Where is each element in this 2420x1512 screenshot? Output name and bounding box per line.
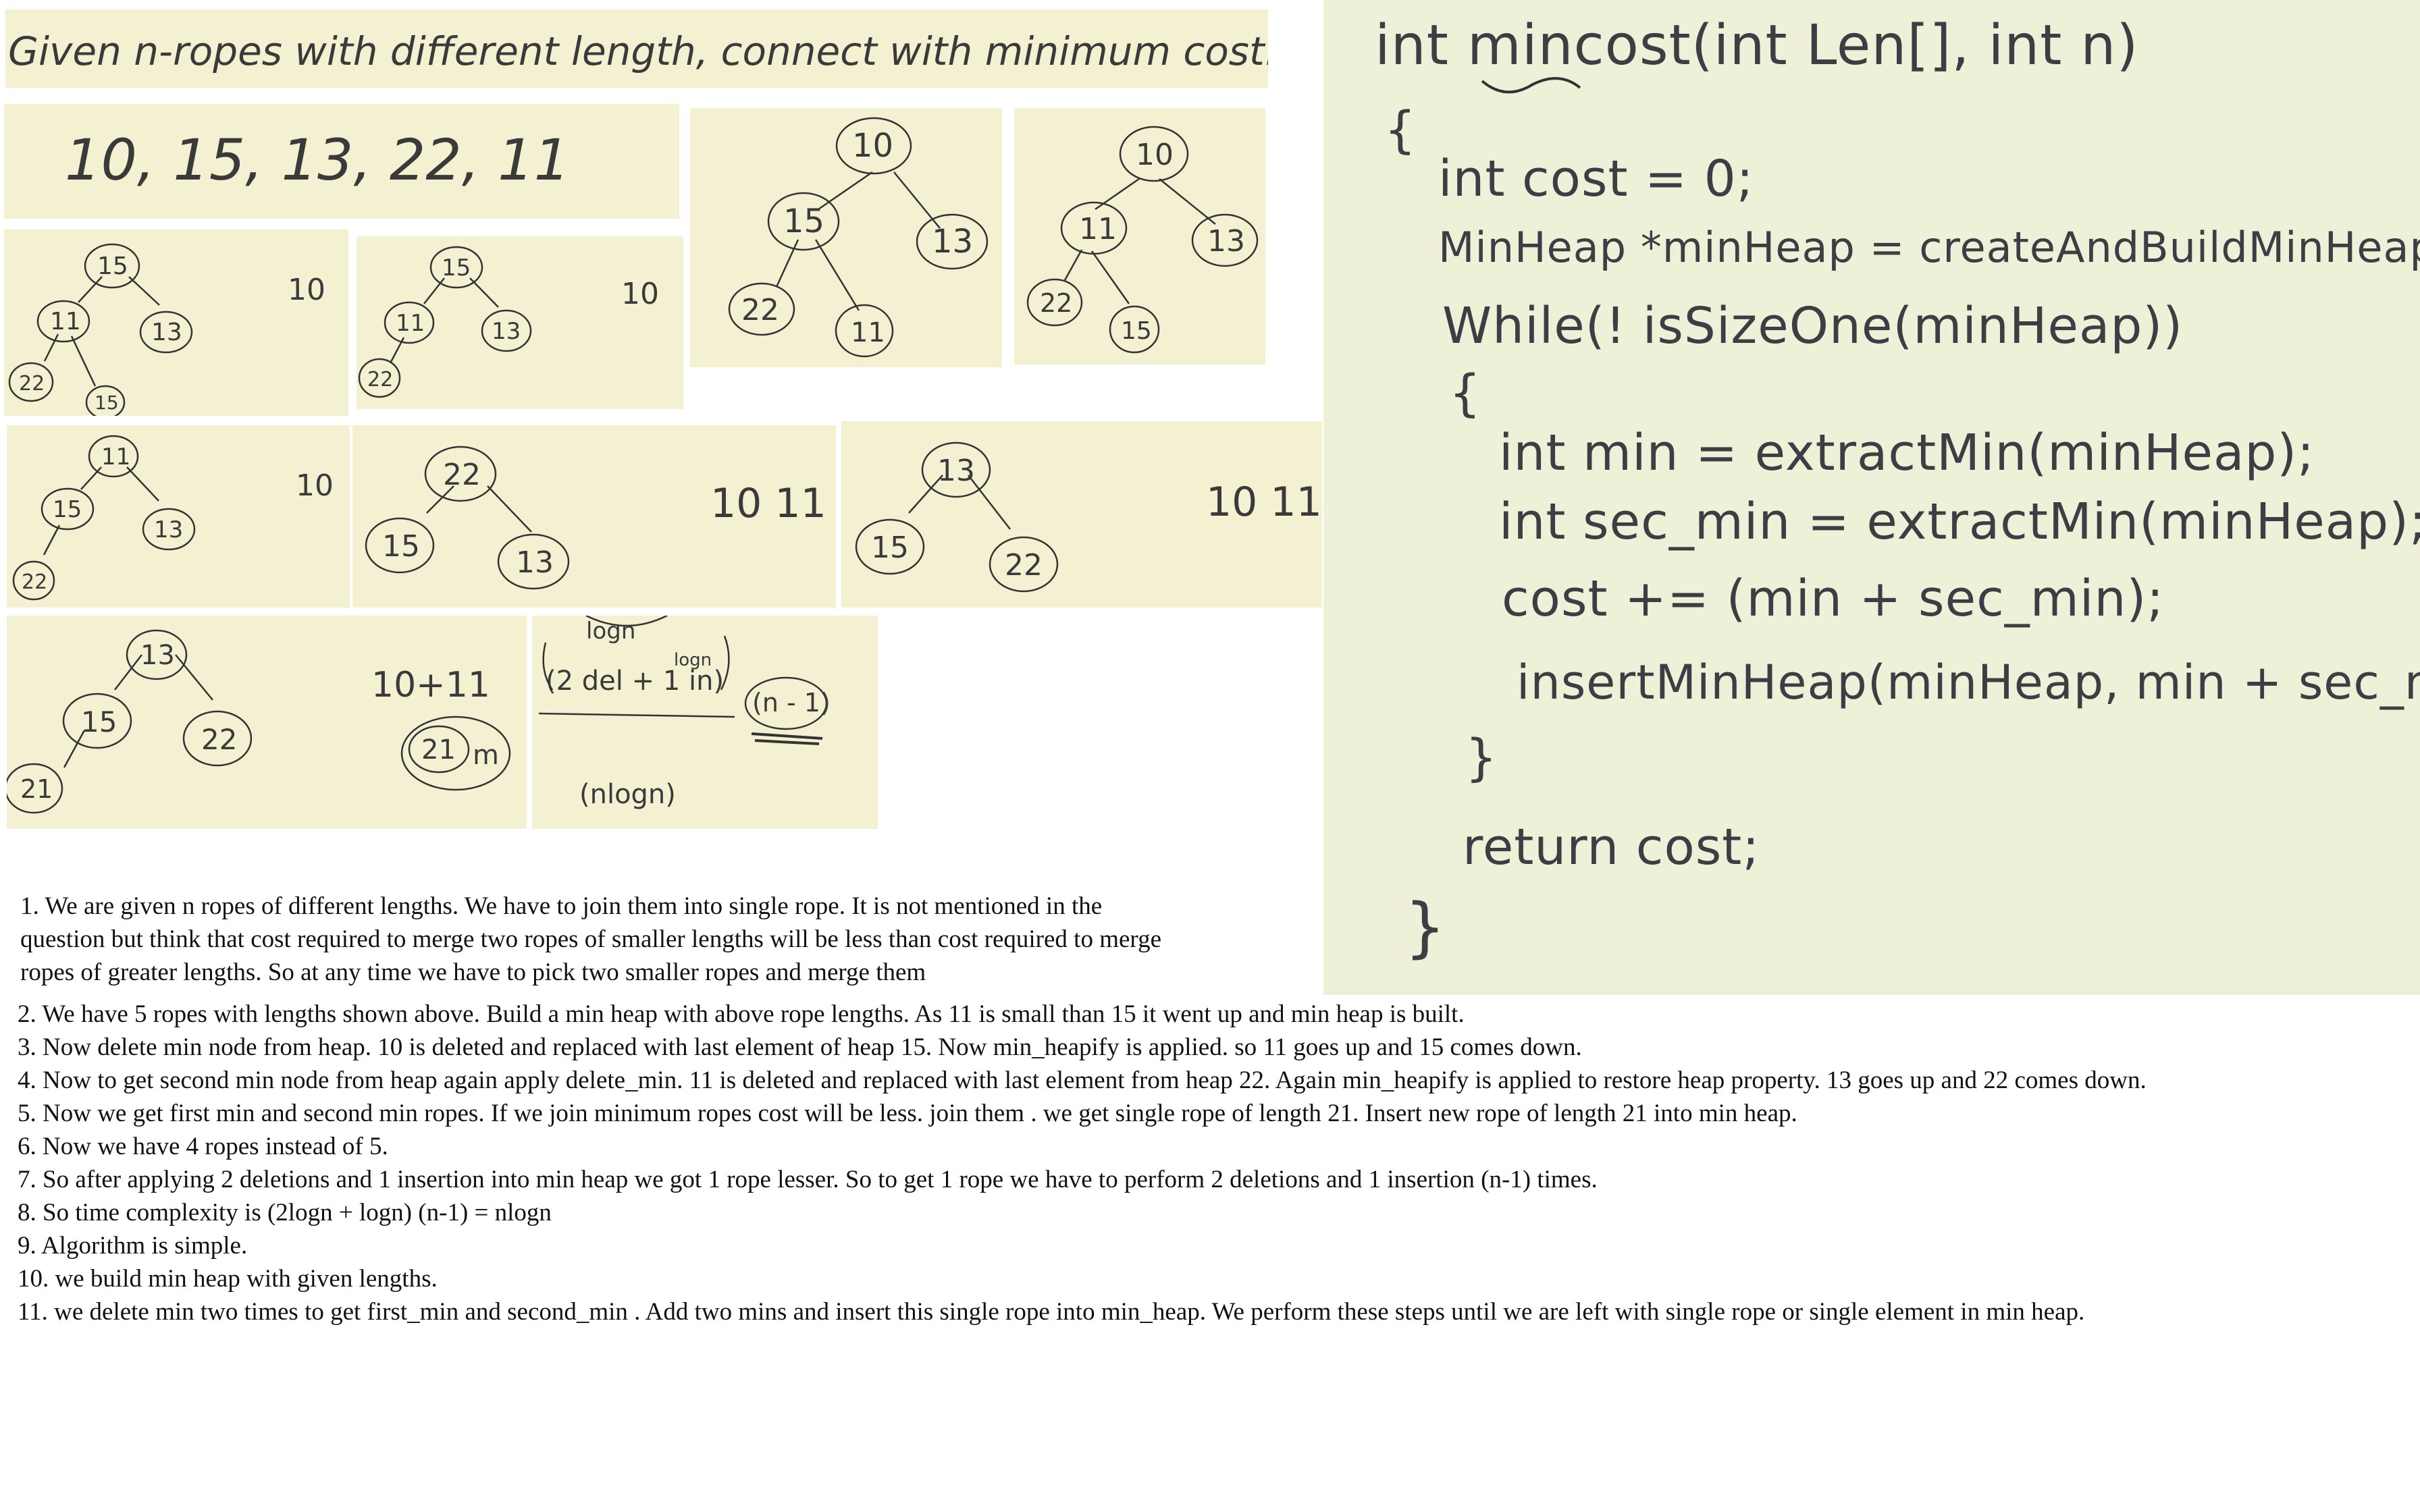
tree7-node-0: 13 xyxy=(937,454,975,488)
note-line: ropes of greater lengths. So at any time… xyxy=(20,959,926,986)
heap-tree-initial: 10 15 13 22 11 xyxy=(690,108,1002,367)
tree2-node-4: 15 xyxy=(1121,317,1152,345)
tree3-node-3: 22 xyxy=(19,372,45,396)
note-line: 1. We are given n ropes of different len… xyxy=(20,892,1103,920)
tree4-node-2: 13 xyxy=(492,318,521,345)
note-line: 11. we delete min two times to get first… xyxy=(18,1298,2085,1326)
tree6-node-0: 22 xyxy=(443,458,481,492)
code-line-signature: int mincost(int Len[], int n) xyxy=(1375,14,2139,78)
title-panel: Given n-ropes with different length, con… xyxy=(5,9,1268,88)
heap-tree-13-root: 13 15 22 10 11 xyxy=(841,421,1322,608)
tree1-node-0: 10 xyxy=(852,127,893,165)
tree2-node-3: 22 xyxy=(1040,288,1072,318)
code-line-open-brace: { xyxy=(1384,101,1417,159)
tree5-node-3: 22 xyxy=(22,570,47,594)
tree7-side-value: 10 11 xyxy=(1206,479,1322,526)
note-line: 2. We have 5 ropes with lengths shown ab… xyxy=(18,1000,1465,1028)
tree5-node-1: 15 xyxy=(53,496,82,523)
complexity-panel: logn logn (2 del + 1 in) (n - 1) (nlogn) xyxy=(532,616,878,829)
heap-tree-22-root: 22 15 13 10 11 xyxy=(352,425,836,608)
logn-label-a: logn xyxy=(586,618,635,645)
note-line: 10. we build min heap with given lengths… xyxy=(18,1265,438,1293)
tree6-node-1: 15 xyxy=(382,529,420,564)
tree7-node-2: 22 xyxy=(1005,548,1043,583)
tree5-node-2: 13 xyxy=(154,516,183,543)
code-line-create-heap: MinHeap *minHeap = createAndBuildMinHeap… xyxy=(1438,223,2420,272)
tree5-node-0: 11 xyxy=(101,443,130,470)
tree6-side-value: 10 11 xyxy=(710,480,826,527)
tree3-node-0: 15 xyxy=(97,252,128,280)
code-line-insert: insertMinHeap(minHeap, min + sec_min); xyxy=(1517,655,2420,710)
tree2-node-0: 10 xyxy=(1136,138,1174,172)
tree1-node-1: 15 xyxy=(783,202,824,240)
values-panel: 10, 15, 13, 22, 11 xyxy=(4,104,679,219)
tree2-node-2: 13 xyxy=(1207,224,1245,259)
code-line-while-close: } xyxy=(1465,729,1498,787)
code-line-cost-add: cost += (min + sec_min); xyxy=(1502,570,2165,628)
tree3-side-value: 10 xyxy=(288,273,325,307)
note-line: 9. Algorithm is simple. xyxy=(18,1232,248,1260)
tree4-side-value: 10 xyxy=(621,277,659,311)
tree3-node-1: 11 xyxy=(50,308,81,335)
tree6-node-2: 13 xyxy=(516,545,554,580)
tree8-node-3: 21 xyxy=(20,774,53,804)
heap-tree-after-delete-10: 15 11 13 22 15 10 xyxy=(4,230,348,416)
tree1-node-4: 11 xyxy=(851,317,885,348)
tree1-node-2: 13 xyxy=(932,223,973,261)
code-line-sec-min: int sec_min = extractMin(minHeap); xyxy=(1499,493,2420,551)
code-panel: int mincost(int Len[], int n) { int cost… xyxy=(1323,0,2420,995)
heap-tree-after-heapify: 15 11 13 22 10 xyxy=(357,236,683,409)
code-line-while-open: { xyxy=(1449,364,1482,423)
code-line-return: return cost; xyxy=(1463,818,1760,876)
code-line-cost-init: int cost = 0; xyxy=(1438,150,1754,208)
note-line: 5. Now we get first min and second min r… xyxy=(18,1100,1797,1127)
note-line: 4. Now to get second min node from heap … xyxy=(18,1066,2147,1094)
logn-label-b: logn xyxy=(674,650,712,670)
tree5-side-value: 10 xyxy=(296,468,334,503)
heap-tree-built: 10 11 13 22 15 xyxy=(1014,108,1265,364)
tree7-node-1: 15 xyxy=(871,531,909,565)
tree4-node-1: 11 xyxy=(396,310,425,337)
title-text: Given n-ropes with different length, con… xyxy=(8,28,1268,74)
note-line: 6. Now we have 4 ropes instead of 5. xyxy=(18,1133,388,1160)
tree8-circled-value: 21 xyxy=(421,734,456,765)
tree2-node-1: 11 xyxy=(1079,212,1117,246)
heap-tree-delete-11-start: 11 15 13 22 10 xyxy=(7,425,350,608)
note-line: question but think that cost required to… xyxy=(20,925,1161,953)
tree8-node-0: 13 xyxy=(140,640,175,671)
underline-squiggle xyxy=(1481,77,1581,94)
tree4-node-0: 15 xyxy=(442,254,471,281)
tree3-node-4: 15 xyxy=(95,392,119,414)
code-line-min: int min = extractMin(minHeap); xyxy=(1499,424,2315,482)
tree8-sum: 10+11 xyxy=(371,665,490,705)
values-text: 10, 15, 13, 22, 11 xyxy=(65,127,570,193)
tree8-node-2: 22 xyxy=(201,723,237,756)
nlogn-result: (nlogn) xyxy=(579,779,676,810)
n-minus-1-label: (n - 1) xyxy=(752,688,831,718)
note-line: 7. So after applying 2 deletions and 1 i… xyxy=(18,1166,1598,1193)
note-line: 8. So time complexity is (2logn + logn) … xyxy=(18,1199,552,1226)
tree8-node-1: 15 xyxy=(81,705,117,738)
note-line: 3. Now delete min node from heap. 10 is … xyxy=(18,1033,1582,1061)
code-line-while: While(! isSizeOne(minHeap)) xyxy=(1442,297,2184,355)
code-line-close-brace: } xyxy=(1404,890,1447,965)
tree4-node-3: 22 xyxy=(367,368,393,392)
complexity-expression: (2 del + 1 in) xyxy=(546,666,724,697)
heap-tree-insert-21: 13 15 22 21 10+11 21 m xyxy=(7,616,527,829)
tree1-node-3: 22 xyxy=(741,293,779,327)
tree3-node-2: 13 xyxy=(151,319,182,346)
tree8-m-label: m xyxy=(473,740,499,771)
